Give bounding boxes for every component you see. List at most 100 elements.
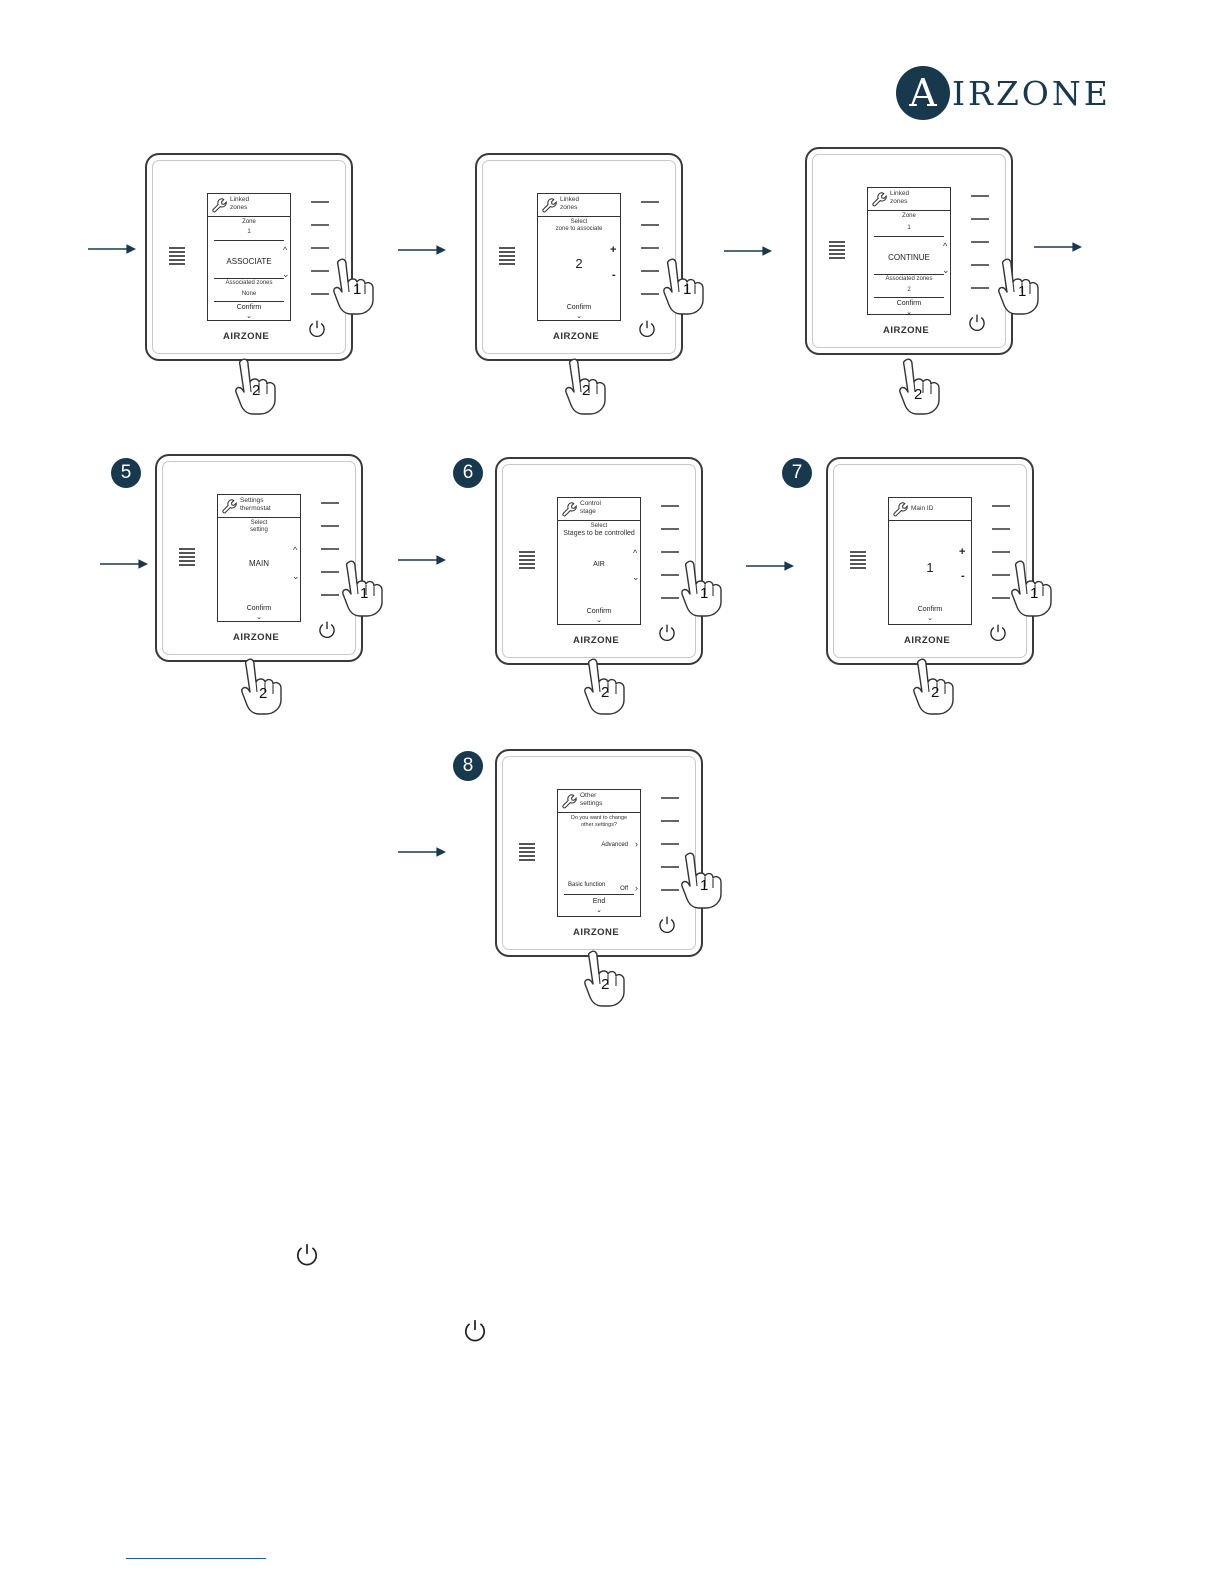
menu-bars-icon bbox=[519, 843, 535, 863]
basic-function-value: Off bbox=[620, 886, 628, 892]
touch-keys bbox=[992, 505, 1014, 620]
arrow-icon bbox=[724, 245, 772, 257]
screen-top-label: Zone bbox=[902, 213, 916, 219]
chevron-up-icon: ^ bbox=[293, 545, 298, 555]
arrow-icon bbox=[398, 244, 446, 256]
arrow-icon bbox=[746, 560, 794, 572]
screen-sub-label: 1 bbox=[907, 225, 911, 231]
question-line-1: Do you want to change bbox=[570, 815, 628, 821]
brand-logo: A IRZONE bbox=[896, 64, 1108, 120]
step-badge-7: 7 bbox=[782, 458, 812, 488]
menu-bars-icon bbox=[850, 551, 866, 571]
menu-bars-icon bbox=[829, 241, 845, 261]
plus-icon: + bbox=[610, 244, 617, 256]
press-label: 2 bbox=[601, 976, 610, 993]
tap-label: 1 bbox=[1018, 283, 1027, 300]
advanced-option: Advanced bbox=[601, 842, 628, 848]
device-brand: AIRZONE bbox=[553, 331, 600, 342]
divider bbox=[214, 240, 284, 241]
confirm-label: Confirm bbox=[566, 304, 592, 311]
device-brand: AIRZONE bbox=[883, 325, 930, 336]
wrench-icon bbox=[561, 793, 578, 810]
power-icon bbox=[637, 319, 657, 339]
touch-keys bbox=[321, 502, 343, 617]
divider bbox=[214, 301, 284, 302]
power-icon bbox=[657, 623, 677, 643]
menu-bars-icon bbox=[499, 247, 515, 267]
thermostat-screen: Main ID 1 + - Confirm ⌄ bbox=[888, 497, 972, 625]
selected-option: CONTINUE bbox=[888, 253, 930, 262]
screen-sub-label: zone to associate bbox=[555, 226, 603, 232]
chevron-down-icon: ⌄ bbox=[256, 614, 262, 621]
logo-wordmark: IRZONE bbox=[952, 74, 1111, 113]
touch-keys bbox=[661, 797, 683, 912]
screen-top-label: Zone bbox=[242, 219, 256, 225]
tap-label: 1 bbox=[360, 585, 369, 602]
question-line-2: other settings? bbox=[580, 822, 618, 828]
touch-keys bbox=[311, 201, 333, 316]
tap-label: 1 bbox=[700, 585, 709, 602]
wrench-icon bbox=[892, 501, 909, 518]
power-icon bbox=[657, 915, 677, 935]
chevron-down-icon: ⌄ bbox=[632, 572, 640, 582]
power-icon bbox=[317, 620, 337, 640]
menu-bars-icon bbox=[519, 551, 535, 571]
screen-sub-label: Stages to be controlled bbox=[563, 530, 635, 537]
device-brand: AIRZONE bbox=[904, 635, 951, 646]
screen-top-label: Select bbox=[250, 520, 268, 526]
footer-link-underline[interactable] bbox=[126, 1558, 266, 1559]
chevron-right-icon: › bbox=[635, 839, 638, 849]
arrow-icon bbox=[100, 558, 148, 570]
chevron-down-icon: ⌄ bbox=[576, 313, 582, 320]
divider bbox=[874, 236, 944, 237]
selected-option: ASSOCIATE bbox=[226, 257, 272, 266]
wrench-icon bbox=[541, 197, 558, 214]
main-id-value: 1 bbox=[926, 560, 934, 575]
menu-bars-icon bbox=[179, 548, 195, 568]
thermostat-device-7: Main ID 1 + - Confirm ⌄ AIRZONE bbox=[826, 457, 1034, 665]
confirm-label: Confirm bbox=[896, 300, 922, 307]
chevron-up-icon: ^ bbox=[943, 241, 948, 251]
power-icon bbox=[988, 623, 1008, 643]
screen-header: Main ID bbox=[889, 498, 971, 521]
logo-disc bbox=[896, 66, 950, 120]
wrench-icon bbox=[871, 191, 888, 208]
selected-zone-value: 2 bbox=[575, 256, 583, 271]
chevron-down-icon: ⌄ bbox=[246, 313, 252, 320]
power-icon bbox=[967, 313, 987, 333]
basic-function-label: Basic function bbox=[568, 882, 606, 888]
divider bbox=[564, 894, 634, 895]
tap-label: 1 bbox=[1030, 585, 1039, 602]
divider bbox=[214, 278, 284, 279]
wrench-icon bbox=[221, 498, 238, 515]
device-brand: AIRZONE bbox=[223, 331, 270, 342]
arrow-icon bbox=[88, 243, 136, 255]
chevron-down-icon: ⌄ bbox=[596, 617, 602, 624]
wrench-icon bbox=[211, 197, 228, 214]
confirm-label: Confirm bbox=[246, 605, 272, 612]
press-label: 2 bbox=[931, 684, 940, 701]
screen-sub-label: setting bbox=[250, 527, 268, 533]
screen-top-label: Select bbox=[570, 219, 588, 225]
power-icon bbox=[307, 319, 327, 339]
arrow-icon bbox=[398, 554, 446, 566]
press-label: 2 bbox=[582, 382, 591, 399]
